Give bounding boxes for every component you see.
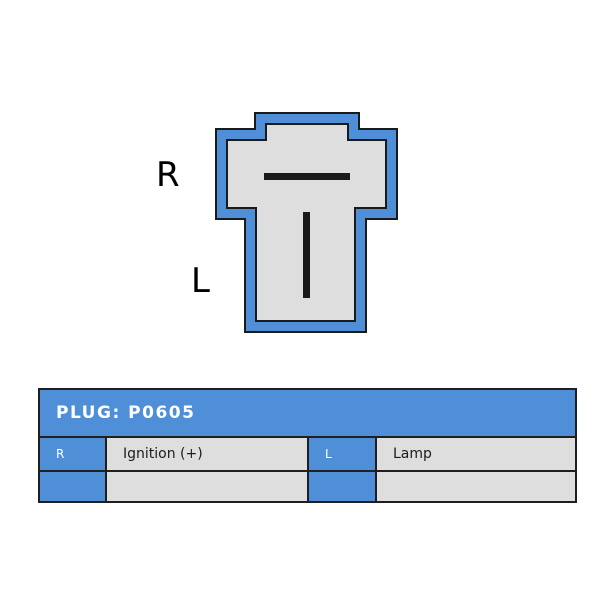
plug-table-header: PLUG: P0605 bbox=[40, 390, 575, 436]
table-row-1-desc-2: Lamp bbox=[377, 438, 575, 470]
table-row-2-pin-2 bbox=[309, 472, 375, 501]
plug-table: PLUG: P0605 R Ignition (+) L Lamp bbox=[38, 388, 577, 503]
table-row-1-pin-1: R bbox=[40, 438, 105, 470]
pin-label-l: L bbox=[191, 261, 210, 301]
table-row-1-desc-1: Ignition (+) bbox=[107, 438, 307, 470]
pin-l-terminal bbox=[303, 212, 310, 298]
table-row-2-desc-2 bbox=[377, 472, 575, 501]
table-row-2-desc-1 bbox=[107, 472, 307, 501]
table-row-1-pin-2: L bbox=[309, 438, 375, 470]
table-row-2-pin-1 bbox=[40, 472, 105, 501]
pin-r-terminal bbox=[264, 173, 350, 180]
pin-label-r: R bbox=[156, 155, 180, 195]
connector-diagram bbox=[215, 112, 398, 333]
